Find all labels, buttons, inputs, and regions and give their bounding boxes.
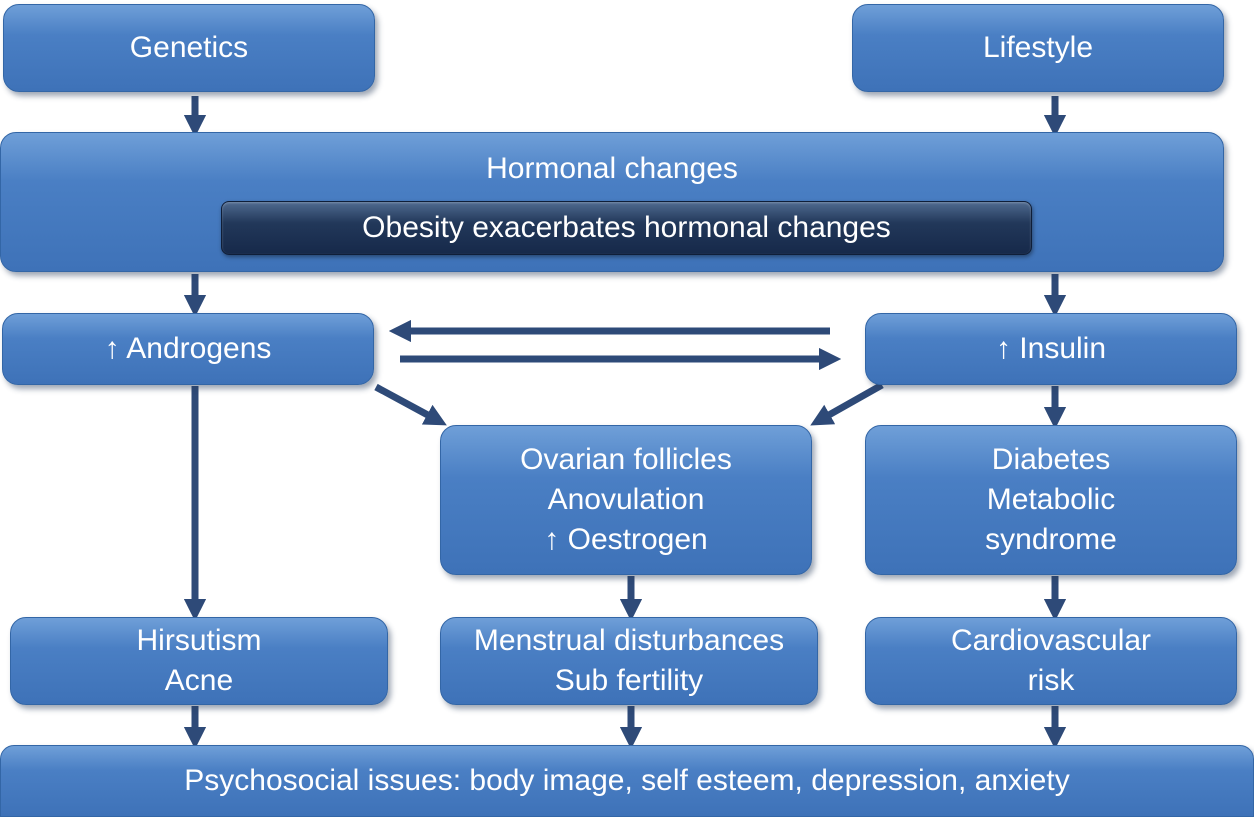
insulin-label: ↑ Insulin — [995, 332, 1107, 365]
ovarian-line-1: Ovarian follicles — [520, 443, 732, 476]
obesity-box: Obesity exacerbates hormonal changes — [221, 201, 1032, 255]
ovarian-line-2: Anovulation — [547, 483, 705, 516]
cardio-line-2: risk — [1027, 664, 1075, 697]
genetics-label: Genetics — [129, 31, 249, 64]
genetics-box: Genetics — [3, 4, 375, 92]
hirsutism-box: Hirsutism Acne — [10, 617, 388, 705]
ovarian-line-3: ↑ Oestrogen — [544, 523, 708, 556]
lifestyle-box: Lifestyle — [852, 4, 1224, 92]
diabetes-box: Diabetes Metabolic syndrome — [865, 425, 1237, 575]
psychosocial-box: Psychosocial issues: body image, self es… — [0, 745, 1254, 817]
diabetes-line-2: Metabolic — [986, 483, 1116, 516]
diabetes-line-1: Diabetes — [991, 443, 1111, 476]
lifestyle-label: Lifestyle — [982, 31, 1094, 64]
ovarian-box: Ovarian follicles Anovulation ↑ Oestroge… — [440, 425, 812, 575]
menstrual-line-1: Menstrual disturbances — [473, 624, 785, 657]
menstrual-line-2: Sub fertility — [554, 664, 704, 697]
menstrual-box: Menstrual disturbances Sub fertility — [440, 617, 818, 705]
cardio-box: Cardiovascular risk — [865, 617, 1237, 705]
hormonal-changes-label: Hormonal changes — [486, 152, 738, 185]
psychosocial-label: Psychosocial issues: body image, self es… — [184, 764, 1070, 797]
insulin-box: ↑ Insulin — [865, 313, 1237, 385]
obesity-label: Obesity exacerbates hormonal changes — [362, 211, 891, 244]
hirsutism-line-1: Hirsutism — [136, 624, 262, 657]
arrow-insulin-to-ovarian — [810, 381, 884, 426]
cardio-line-1: Cardiovascular — [950, 624, 1152, 657]
androgens-label: ↑ Androgens — [104, 332, 272, 365]
diabetes-line-3: syndrome — [985, 523, 1117, 556]
arrow-androgens-to-ovarian — [374, 383, 447, 426]
hirsutism-line-2: Acne — [164, 664, 234, 697]
androgens-box: ↑ Androgens — [2, 313, 374, 385]
